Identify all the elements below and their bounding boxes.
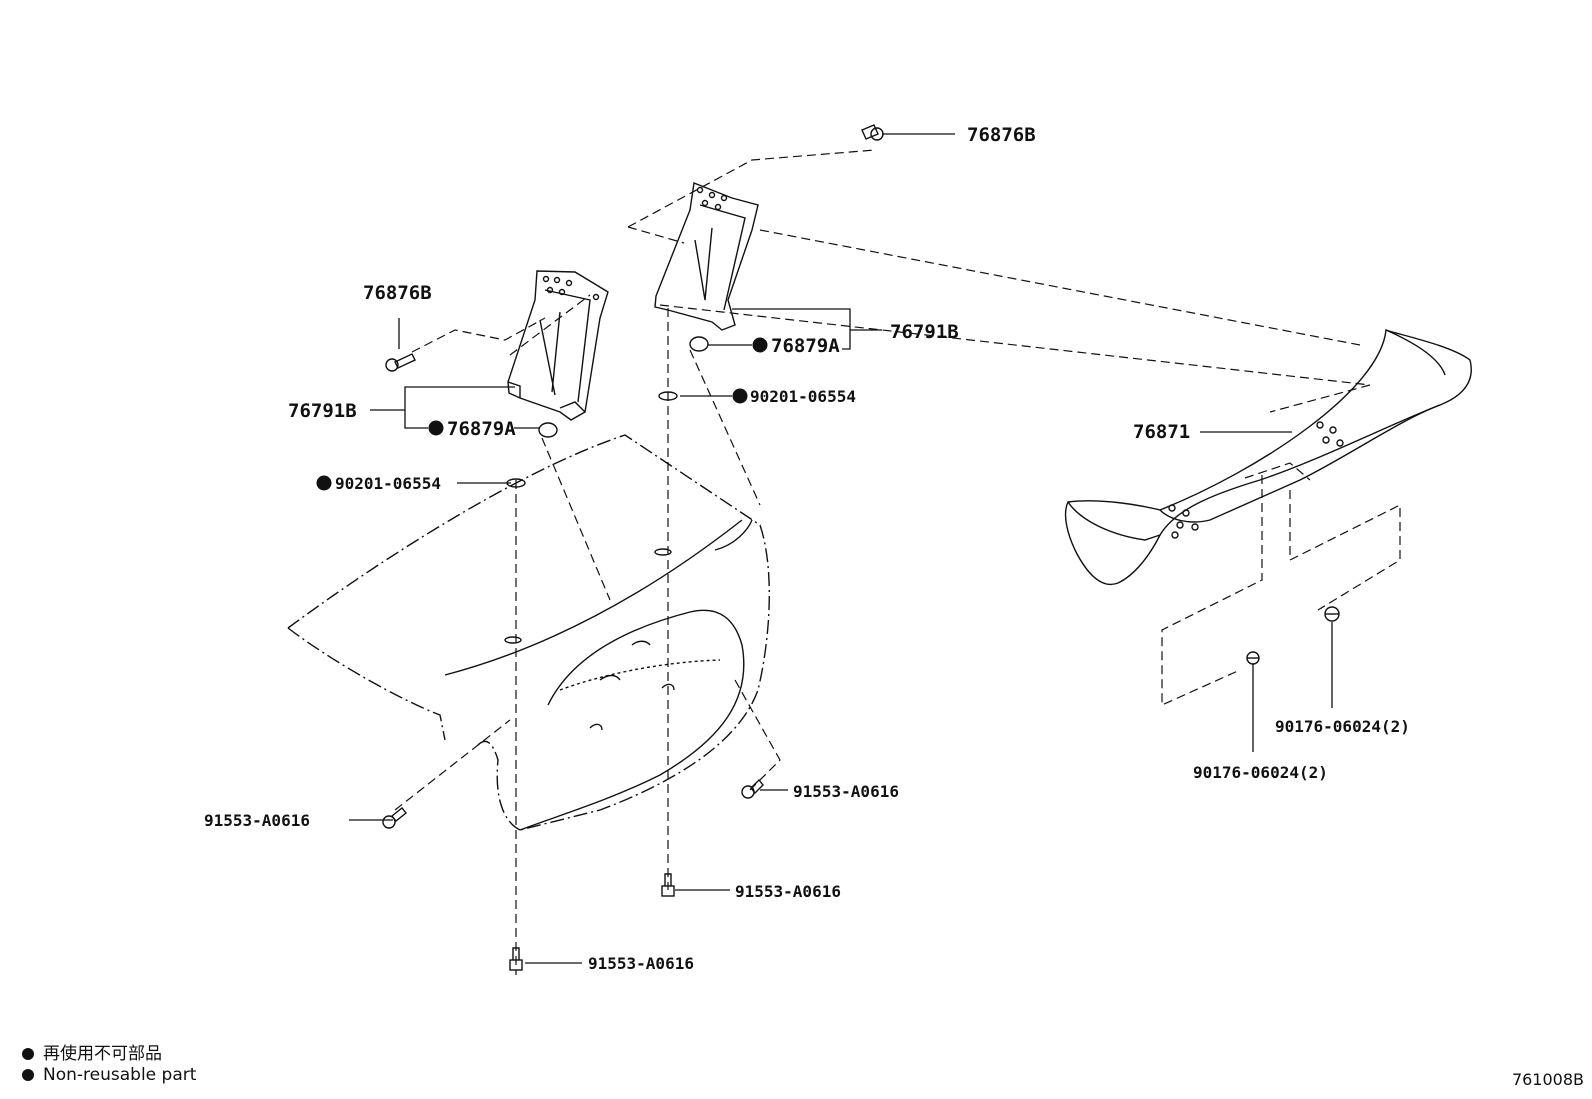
label-left-bracket: 76791B [288, 400, 357, 422]
label-spoiler: 76871 [1133, 421, 1190, 443]
bolt-icon [741, 778, 764, 799]
legend-japanese: 再使用不可部品 [22, 1039, 162, 1064]
cap-icon [538, 422, 558, 438]
bolt-icon [509, 947, 523, 971]
cap-icon [689, 336, 709, 352]
legend-english: Non-reusable part [22, 1065, 196, 1085]
right-bracket [654, 182, 759, 331]
label-bolt-mid-right: 91553-A0616 [793, 782, 899, 801]
legend-japanese-text: 再使用不可部品 [43, 1044, 162, 1064]
legend-english-text: Non-reusable part [43, 1065, 197, 1085]
label-right-washer: 90201-06554 [750, 387, 856, 406]
label-top-bolt: 76876B [967, 124, 1036, 146]
bullet-icon [22, 1048, 34, 1060]
rear-spoiler [1064, 329, 1472, 586]
diagram-code: 761008B [1511, 1070, 1584, 1089]
label-clip-right: 90176-06024(2) [1275, 717, 1410, 736]
label-left-cap: 76879A [447, 418, 516, 440]
left-bracket [507, 270, 609, 421]
bolt-icon [661, 873, 675, 897]
label-left-washer: 90201-06554 [335, 474, 441, 493]
label-clip-left: 90176-06024(2) [1193, 763, 1328, 782]
trunk-lid-lines [444, 519, 753, 831]
clip-icon [1324, 606, 1340, 622]
label-bolt-left-low: 91553-A0616 [204, 811, 310, 830]
label-right-bracket: 76791B [890, 321, 959, 343]
label-left-bolt: 76876B [363, 282, 432, 304]
bolt-icon [382, 807, 407, 829]
bullet-icon [22, 1069, 34, 1081]
fasteners [382, 124, 1340, 971]
bolt-icon [861, 124, 884, 141]
non-reusable-markers [316, 337, 768, 491]
washer-icon [506, 478, 526, 488]
label-bolt-bottom: 91553-A0616 [588, 954, 694, 973]
label-bolt-center-low: 91553-A0616 [735, 882, 841, 901]
part-labels: 76876B 76876B 76791B 76879A 90201-06554 … [204, 124, 1410, 973]
bolt-icon [385, 353, 416, 372]
clip-icon [1246, 651, 1260, 665]
washer-icon [658, 391, 678, 401]
leader-lines [349, 133, 1333, 964]
label-right-cap: 76879A [771, 335, 840, 357]
reference-lines [394, 149, 1401, 975]
trunk-lid [287, 434, 770, 831]
